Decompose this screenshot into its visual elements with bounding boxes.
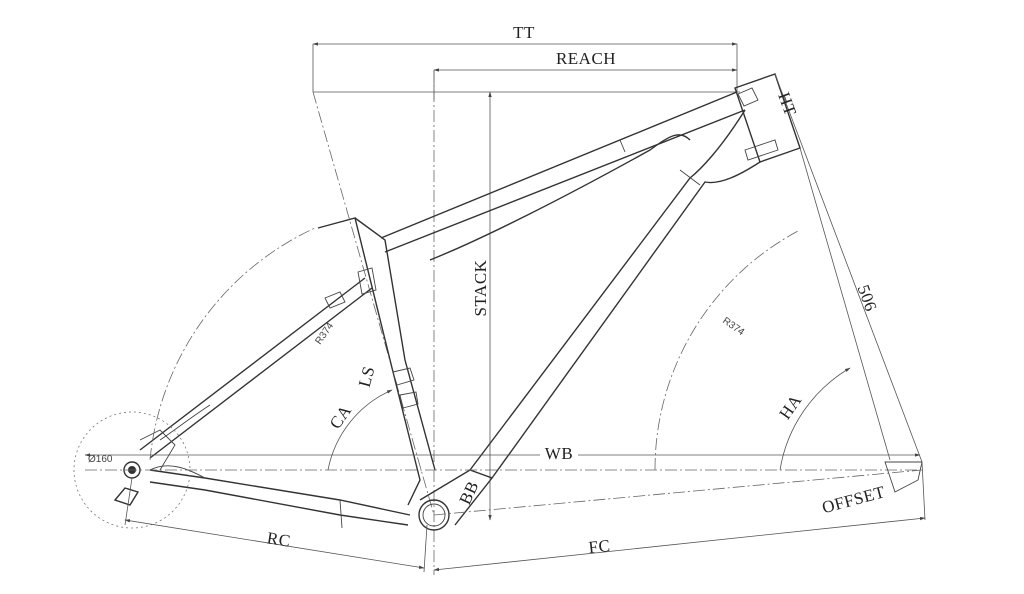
radius-left-label: R374 <box>313 320 336 346</box>
ha-angle: R374 HA <box>654 229 851 471</box>
down-tube <box>429 109 761 479</box>
chain-stays <box>149 465 411 529</box>
fork-length-label: 506 <box>854 282 881 314</box>
head-tube <box>734 73 801 163</box>
ls-label: LS <box>355 364 379 389</box>
offset-dimension: OFFSET <box>820 461 926 521</box>
seat-tube-axis <box>312 91 435 516</box>
stack-label: STACK <box>471 259 490 316</box>
offset-label: OFFSET <box>820 482 887 517</box>
ha-label: HA <box>775 391 805 423</box>
tt-label: TT <box>513 23 535 42</box>
reach-label: REACH <box>556 49 616 68</box>
rc-label: RC <box>266 528 292 550</box>
wb-label: WB <box>545 444 573 463</box>
fc-dimension: FC <box>433 469 926 572</box>
tt-dimension: TT <box>312 23 738 92</box>
rc-dimension: RC <box>124 477 428 573</box>
fc-label: FC <box>588 536 612 557</box>
ht-label: HT <box>774 90 800 119</box>
wb-dimension: WB <box>84 443 921 471</box>
seat-tube <box>317 217 436 506</box>
radius-right-label: R374 <box>720 315 746 338</box>
wheel-dia-label: Ø160 <box>88 454 113 465</box>
stack-dimension: STACK <box>471 91 492 521</box>
seat-stays <box>139 267 377 459</box>
top-tube <box>380 91 746 253</box>
ca-label: CA <box>326 401 356 432</box>
bb-label: BB <box>455 478 482 507</box>
fork-axis: 506 <box>774 73 923 493</box>
